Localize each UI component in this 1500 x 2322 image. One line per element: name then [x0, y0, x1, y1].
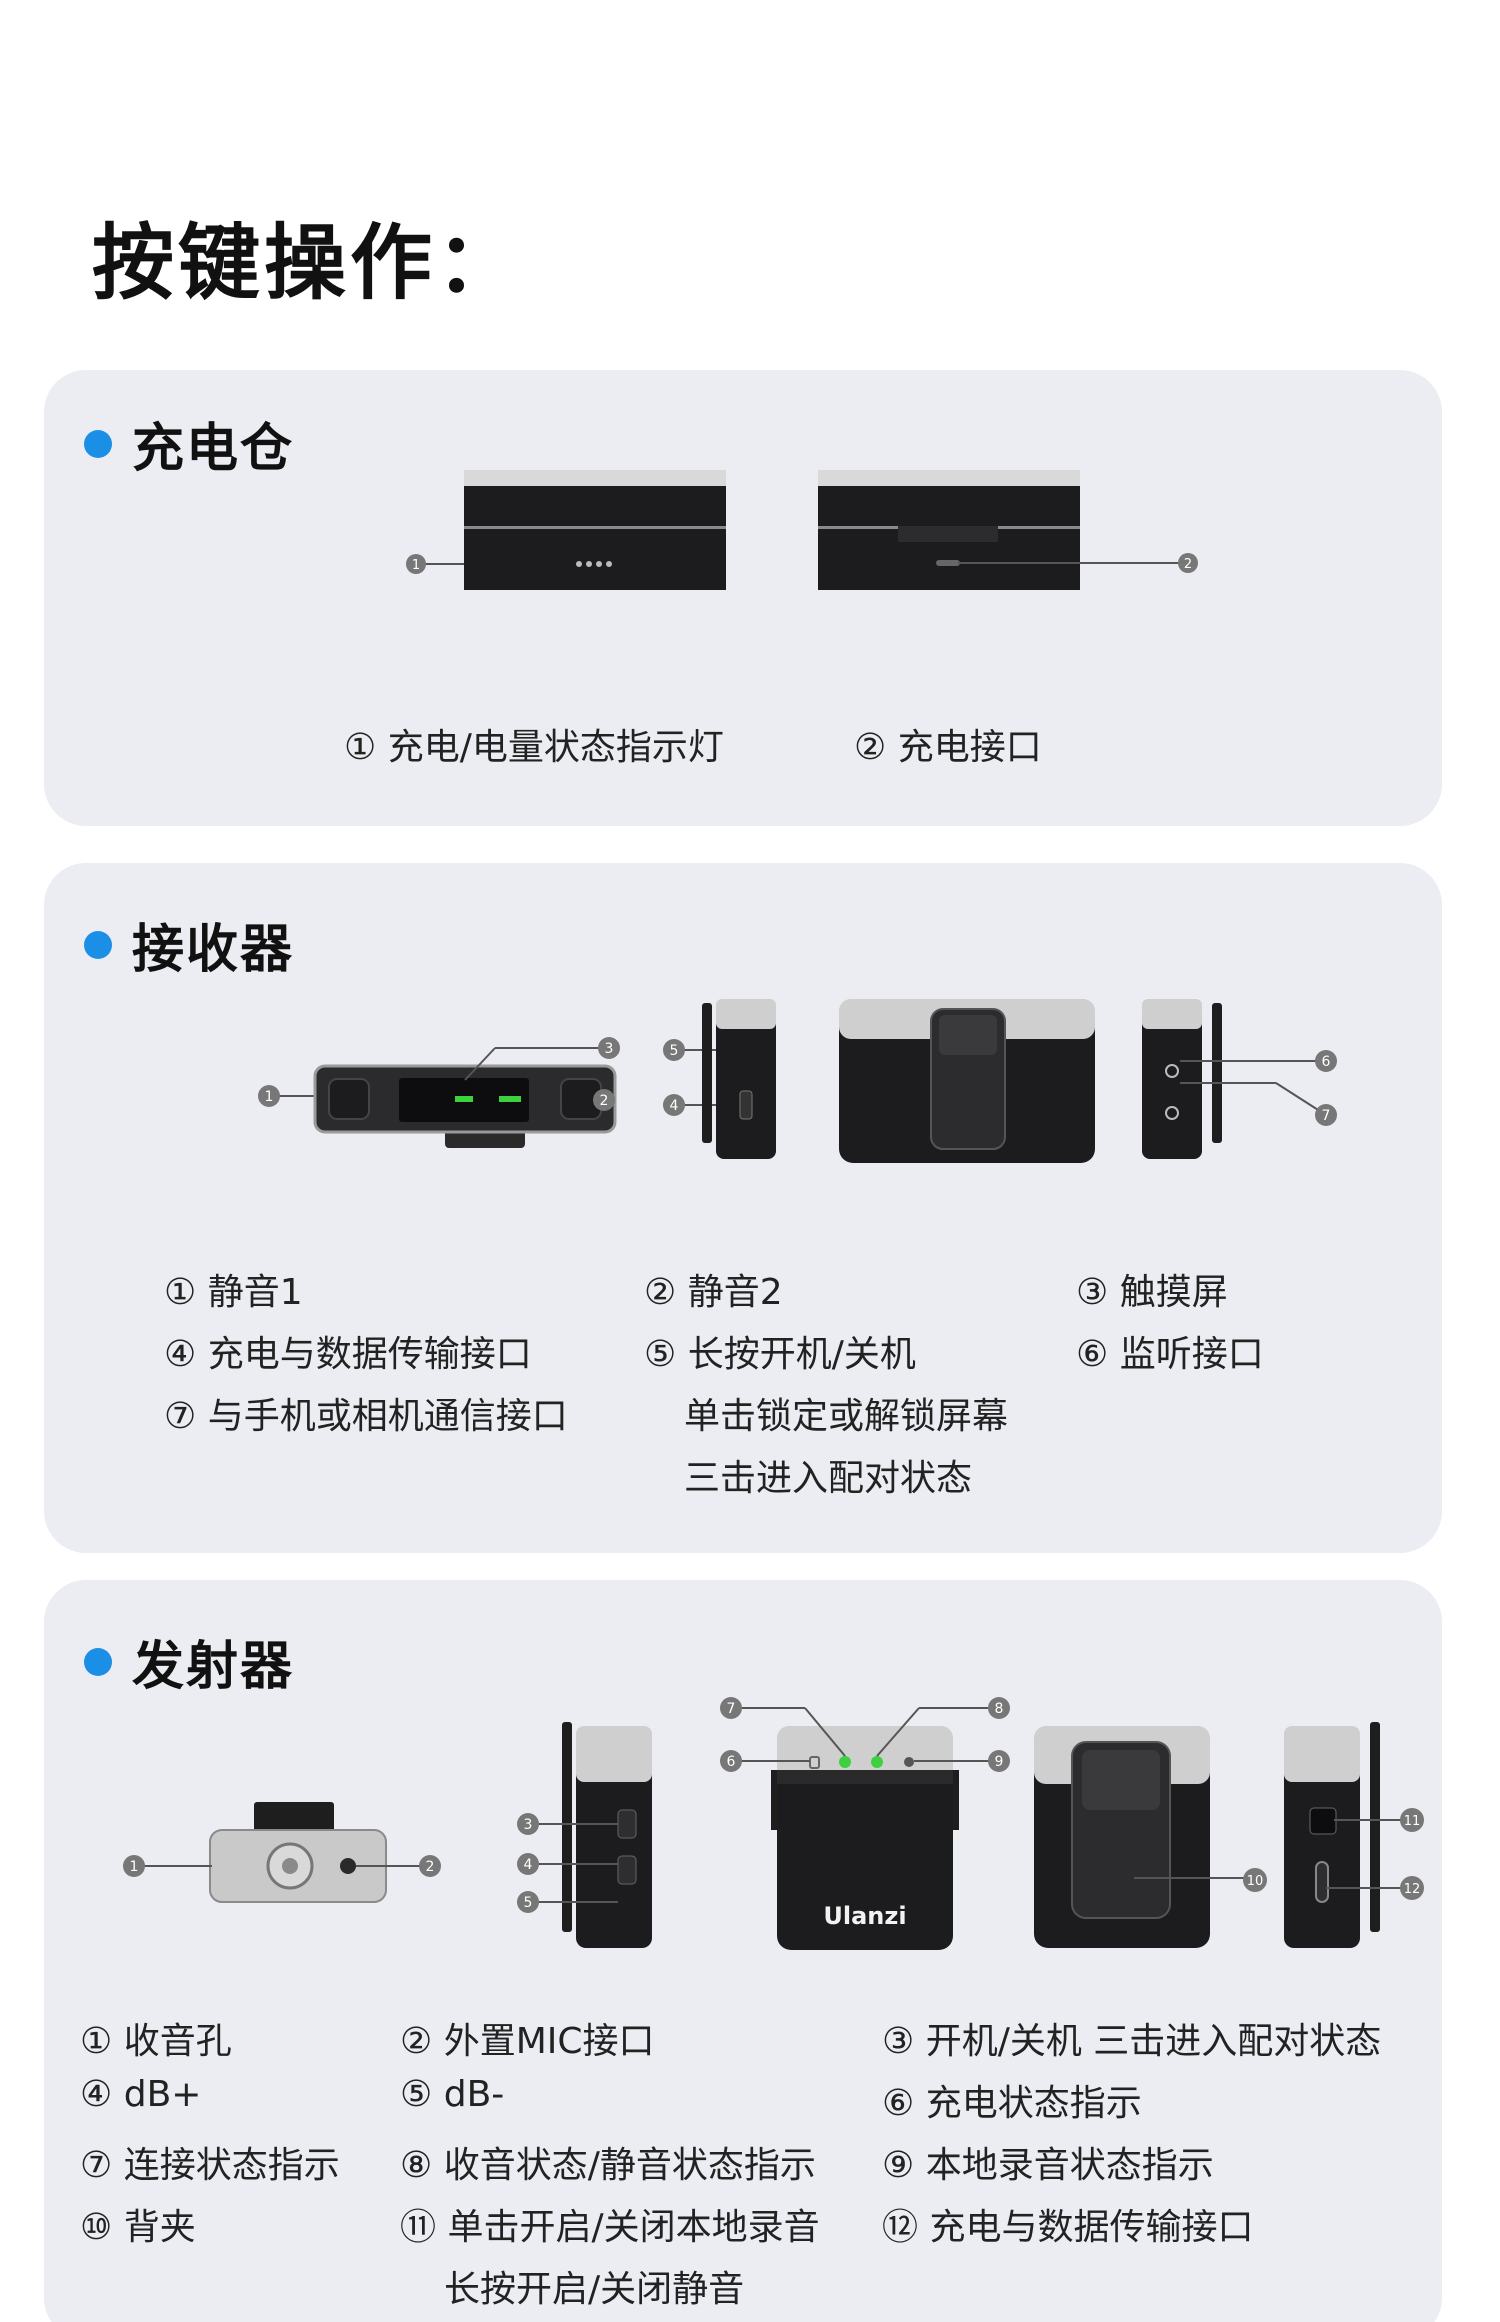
section-title-charging-case: 充电仓: [132, 419, 295, 479]
callout-2: 2: [1184, 557, 1192, 572]
label-local-record-status: ⑨ 本地录音状态指示: [882, 2145, 1214, 2186]
transmitter-front-image: Ulanzi 6 7 8 9: [699, 1660, 1029, 1960]
label-mute2: ② 静音2: [644, 1272, 783, 1313]
section-title-receiver: 接收器: [132, 920, 295, 980]
charging-case-back-image: 2: [818, 470, 1228, 590]
callout-4: 4: [670, 1098, 679, 1114]
callout-10-marker: 10: [1240, 1865, 1270, 1895]
label-charge-status: ⑥ 充电状态指示: [882, 2083, 1142, 2124]
label-charge-data-port: ④ 充电与数据传输接口: [164, 1334, 532, 1375]
callout-7: 7: [1322, 1108, 1331, 1124]
label-comm-port: ⑦ 与手机或相机通信接口: [164, 1396, 568, 1437]
label-pairing: 三击进入配对状态: [684, 1458, 973, 1499]
charging-case-card: 充电仓 1 2 ① 充电/电量状态指示灯 ② 充电接口: [44, 370, 1442, 826]
callout-5: 5: [670, 1043, 679, 1059]
receiver-side-right-image: 6 7: [1136, 993, 1376, 1163]
label-ext-mic: ② 外置MIC接口: [400, 2021, 655, 2062]
receiver-card: 接收器 1 3 2 5 4: [44, 863, 1442, 1553]
section-header: 充电仓: [84, 406, 294, 481]
callout-9: 9: [995, 1754, 1004, 1770]
charging-case-front-image: 1: [344, 470, 744, 590]
callout-2: 2: [426, 1859, 435, 1875]
callout-4: 4: [524, 1857, 533, 1873]
label-touchscreen: ③ 触摸屏: [1076, 1272, 1228, 1313]
brand-logo: Ulanzi: [823, 1902, 906, 1930]
receiver-side-left-image: 5 4: [654, 993, 784, 1163]
label-mic-mute-status: ⑧ 收音状态/静音状态指示: [400, 2145, 816, 2186]
page-title: 按键操作：: [92, 216, 523, 311]
transmitter-side-left-image: 3 4 5: [484, 1716, 684, 1952]
transmitter-back-image: [1034, 1716, 1244, 1952]
receiver-front-image: 1 3: [209, 1008, 629, 1148]
label-charge-port: ② 充电接口: [854, 727, 1042, 768]
label-power-pair: ③ 开机/关机 三击进入配对状态: [882, 2021, 1382, 2062]
label-charge-indicator: ① 充电/电量状态指示灯: [344, 727, 724, 768]
label-db-minus: ⑤ dB-: [400, 2074, 505, 2115]
bullet-dot-icon: [84, 429, 112, 458]
label-connect-status: ⑦ 连接状态指示: [80, 2145, 340, 2186]
receiver-back-image: [839, 999, 1099, 1164]
callout-8: 8: [995, 1701, 1004, 1717]
label-local-record: ⑪ 单击开启/关闭本地录音: [400, 2207, 820, 2248]
callout-12: 12: [1404, 1882, 1421, 1897]
label-lock-screen: 单击锁定或解锁屏幕: [684, 1396, 1009, 1437]
transmitter-card: 发射器 1 2 3 4: [44, 1580, 1442, 2322]
transmitter-side-right-image: 11 12: [1234, 1716, 1434, 1952]
callout-1: 1: [265, 1089, 274, 1105]
section-header: 发射器: [84, 1624, 294, 1699]
label-mute1: ① 静音1: [164, 1272, 303, 1313]
section-header: 接收器: [84, 907, 294, 982]
callout-1: 1: [412, 558, 420, 573]
callout-5: 5: [524, 1895, 533, 1911]
bullet-dot-icon: [84, 1647, 112, 1676]
svg-text:10: 10: [1247, 1874, 1264, 1889]
callout-7: 7: [727, 1701, 736, 1717]
callout-6: 6: [1322, 1054, 1331, 1070]
transmitter-bottom-image: 1 2: [112, 1790, 452, 1920]
callout-11: 11: [1404, 1814, 1421, 1829]
label-mic-hole: ① 收音孔: [80, 2021, 232, 2062]
callout-3: 3: [605, 1041, 614, 1057]
callout-6: 6: [727, 1754, 736, 1770]
callout-1: 1: [130, 1859, 139, 1875]
callout-3: 3: [524, 1817, 533, 1833]
label-power: ⑤ 长按开机/关机: [644, 1334, 916, 1375]
callout-2-marker: 2: [589, 1085, 619, 1115]
section-title-transmitter: 发射器: [132, 1637, 295, 1697]
svg-text:2: 2: [600, 1093, 609, 1109]
label-db-plus: ④ dB+: [80, 2074, 202, 2115]
bullet-dot-icon: [84, 930, 112, 959]
label-long-press-mute: 长按开启/关闭静音: [444, 2269, 745, 2310]
label-back-clip: ⑩ 背夹: [80, 2207, 196, 2248]
label-monitor-port: ⑥ 监听接口: [1076, 1334, 1264, 1375]
label-charge-data-port: ⑫ 充电与数据传输接口: [882, 2207, 1254, 2248]
